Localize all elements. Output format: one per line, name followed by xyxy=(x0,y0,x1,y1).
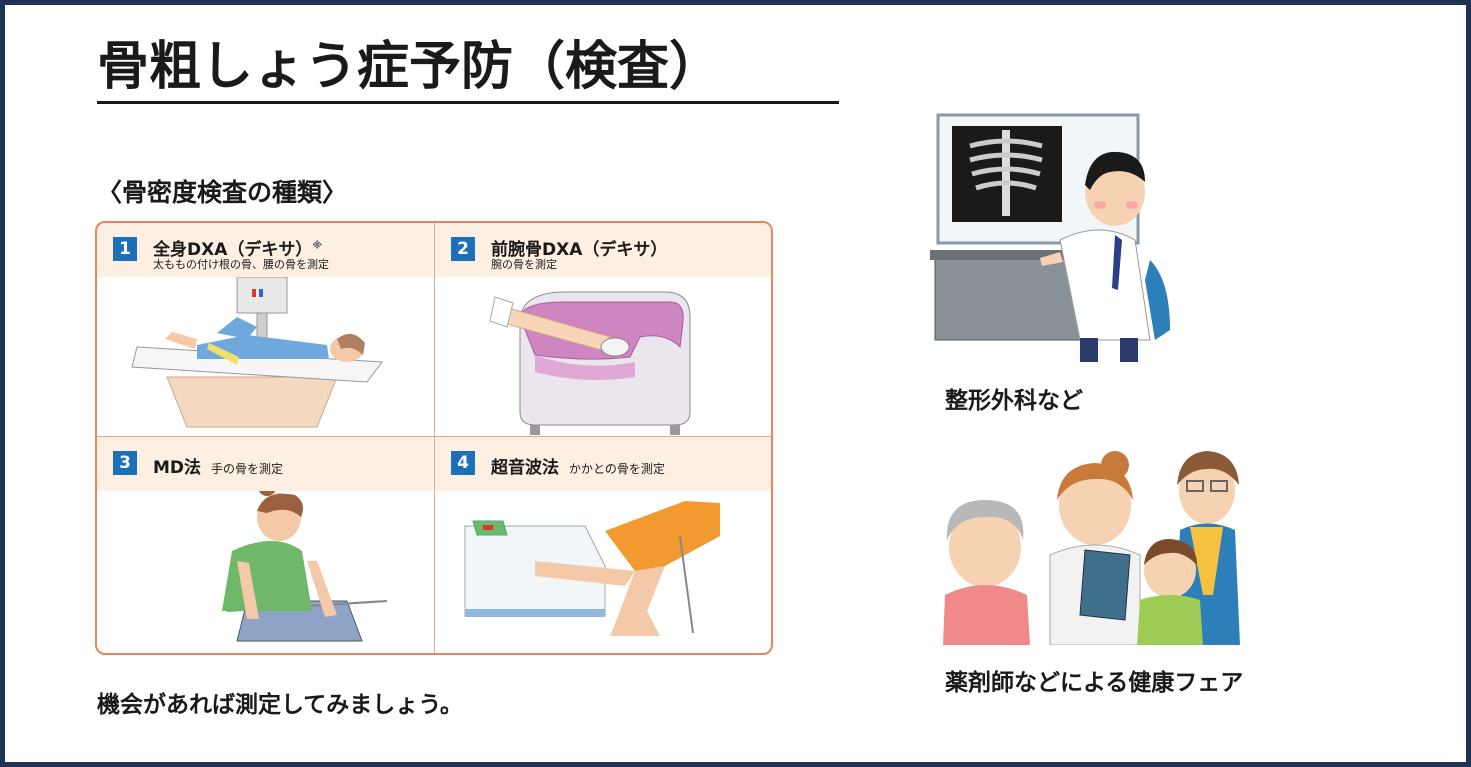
test-types-grid: 1 全身DXA（デキサ）※ 太ももの付け根の骨、腰の骨を測定 xyxy=(95,221,773,655)
test-card-header: 2 前腕骨DXA（デキサ） 腕の骨を測定 xyxy=(435,223,771,277)
footnote-mark: ※ xyxy=(312,240,323,252)
test-name: 前腕骨DXA（デキサ） xyxy=(491,240,668,260)
ultrasound-illustration xyxy=(464,501,720,636)
grid-divider-vertical xyxy=(434,223,435,653)
health-fair-family-illustration xyxy=(943,451,1240,645)
test-card-header: 1 全身DXA（デキサ）※ 太ももの付け根の骨、腰の骨を測定 xyxy=(97,223,433,277)
page-title: 骨粗しょう症予防（検査） xyxy=(97,35,839,104)
test-number-badge: 2 xyxy=(451,237,475,261)
test-name: 全身DXA（デキサ）※ xyxy=(153,235,322,260)
test-name: 超音波法かかとの骨を測定 xyxy=(491,453,665,478)
health-fair-caption: 薬剤師などによる健康フェア xyxy=(945,670,1244,696)
whole-body-dxa-illustration xyxy=(131,277,383,428)
test-card-whole-body-dxa: 1 全身DXA（デキサ）※ 太ももの付け根の骨、腰の骨を測定 xyxy=(97,223,433,436)
test-card-header: 4 超音波法かかとの骨を測定 xyxy=(435,437,771,491)
test-card-md-method: 3 MD法手の骨を測定 xyxy=(97,437,433,650)
test-name: MD法手の骨を測定 xyxy=(153,453,283,478)
test-description: 手の骨を測定 xyxy=(211,462,284,476)
test-number-badge: 1 xyxy=(113,237,137,261)
test-number-badge: 4 xyxy=(451,451,475,475)
test-card-ultrasound: 4 超音波法かかとの骨を測定 xyxy=(435,437,771,650)
slide: 骨粗しょう症予防（検査） 〈骨密度検査の種類〉 1 全身DXA（デキサ）※ 太も… xyxy=(5,5,1466,762)
test-name-text: 全身DXA（デキサ） xyxy=(153,240,313,260)
test-description: 太ももの付け根の骨、腰の骨を測定 xyxy=(153,258,329,271)
doctor-xray-illustration xyxy=(930,113,1170,362)
test-number-badge: 3 xyxy=(113,451,137,475)
forearm-dxa-illustration xyxy=(489,291,691,435)
test-card-header: 3 MD法手の骨を測定 xyxy=(97,437,433,491)
test-name-text: MD法 xyxy=(153,458,202,478)
clinic-caption: 整形外科など xyxy=(945,388,1083,414)
grid-divider-horizontal xyxy=(97,436,771,437)
test-description: かかとの骨を測定 xyxy=(569,462,665,476)
md-method-illustration xyxy=(222,491,388,642)
test-card-forearm-dxa: 2 前腕骨DXA（デキサ） 腕の骨を測定 xyxy=(435,223,771,436)
section-heading: 〈骨密度検査の種類〉 xyxy=(97,178,348,207)
test-description: 腕の骨を測定 xyxy=(491,258,557,271)
footer-text: 機会があれば測定してみましょう。 xyxy=(97,692,463,718)
test-name-text: 超音波法 xyxy=(491,458,559,478)
